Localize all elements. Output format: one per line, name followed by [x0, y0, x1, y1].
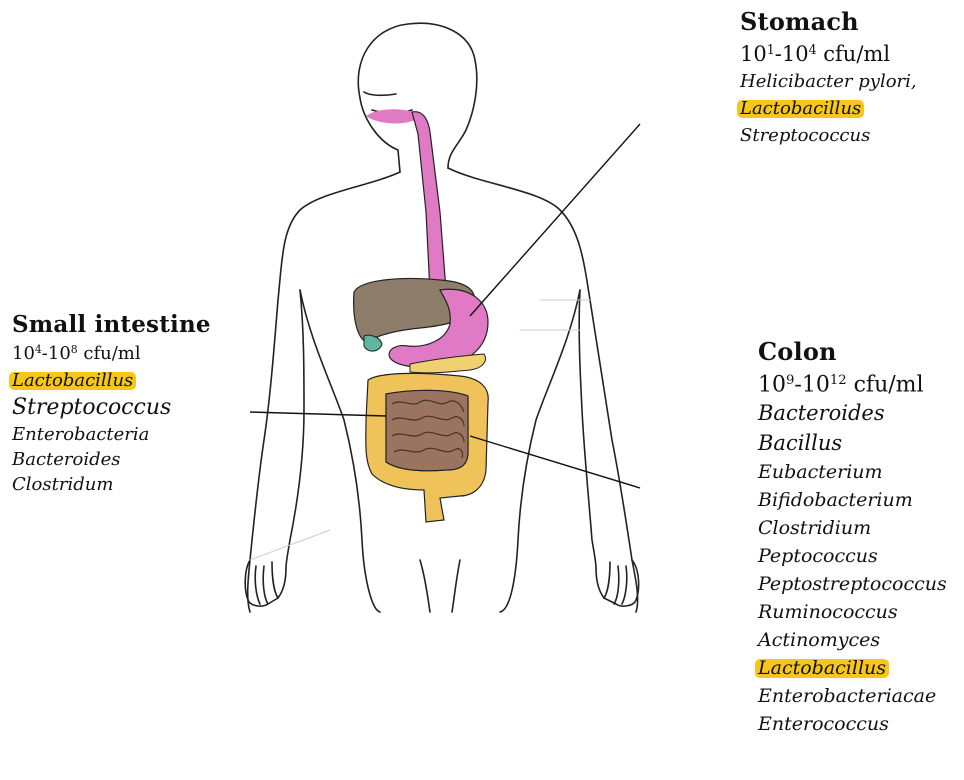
small-intestine-label-block: Small intestine 104-108 cfu/ml Lactobaci… [12, 313, 211, 501]
stomach-title: Stomach [740, 10, 917, 34]
colon-count: 109-1012 cfu/ml [758, 374, 947, 396]
stomach-organism: Helicibacter pylori, [740, 73, 917, 91]
stomach-organism-highlighted: Lactobacillus [740, 100, 917, 118]
colon-organism: Clostridium [758, 519, 947, 538]
colon-organism-highlighted: Lactobacillus [758, 659, 947, 678]
colon-organism: Peptococcus [758, 547, 947, 566]
small-intestine-organism: Streptococcus [12, 397, 211, 419]
small-intestine-organism: Enterobacteria [12, 426, 211, 444]
colon-organism: Actinomyces [758, 631, 947, 650]
colon-organism: Bacillus [758, 433, 947, 454]
colon-organism: Bifidobacterium [758, 491, 947, 510]
small-intestine-count: 104-108 cfu/ml [12, 345, 211, 363]
small-intestine-title: Small intestine [12, 313, 211, 336]
stomach-organism: Streptococcus [740, 127, 917, 145]
stomach-leader-line [470, 124, 640, 316]
gallbladder [364, 335, 382, 351]
stomach-count: 101-104 cfu/ml [740, 44, 917, 65]
organs [354, 109, 489, 522]
esophagus [412, 112, 446, 292]
colon-organism: Eubacterium [758, 463, 947, 482]
small-intestine-organism: Clostridum [12, 476, 211, 494]
small-intestine-organism: Bacteroides [12, 451, 211, 469]
colon-organism: Enterobacteriacae [758, 687, 947, 706]
colon-leader-line [470, 436, 640, 488]
colon-organism: Ruminococcus [758, 603, 947, 622]
colon-organism: Enterococcus [758, 715, 947, 734]
colon-organism: Peptostreptococcus [758, 575, 947, 594]
colon-label-block: Colon 109-1012 cfu/ml Bacteroides Bacill… [758, 340, 947, 743]
small-intestine-leader-line [250, 412, 386, 416]
small-intestine-organism-highlighted: Lactobacillus [12, 372, 211, 390]
colon-organism: Bacteroides [758, 403, 947, 424]
stomach-label-block: Stomach 101-104 cfu/ml Helicibacter pylo… [740, 10, 917, 154]
colon-title: Colon [758, 340, 947, 364]
